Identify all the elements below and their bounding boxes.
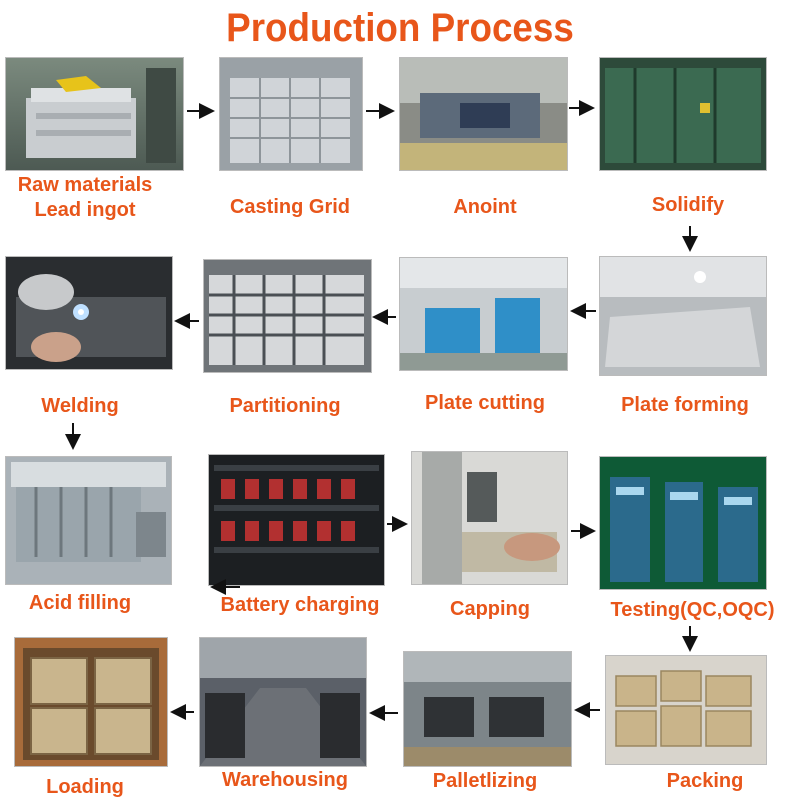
photo-acid-filling [5, 456, 172, 585]
photo-palletlizing [403, 651, 572, 767]
step-label-loading: Loading [46, 776, 124, 798]
photo-casting-grid [219, 57, 363, 171]
photo-raw-materials [5, 57, 184, 171]
step-label-anoint: Anoint [453, 196, 517, 218]
photo-partitioning [203, 259, 372, 373]
photo-testing [599, 456, 767, 590]
photo-battery-charging [208, 454, 385, 586]
photo-loading [14, 637, 168, 767]
step-label-acid-filling: Acid filling [28, 592, 132, 614]
photo-solidify [599, 57, 767, 171]
photo-capping [411, 451, 568, 585]
photo-welding [5, 256, 173, 370]
step-label-packing: Packing [666, 770, 744, 792]
step-label-casting-grid: Casting Grid [229, 196, 350, 218]
step-label-capping: Capping [450, 598, 530, 620]
photo-anoint [399, 57, 568, 171]
step-label-welding: Welding [41, 395, 119, 417]
step-label-battery-charging: Battery charging [220, 594, 380, 616]
photo-plate-forming [599, 256, 767, 376]
step-label-testing: Testing(QC,OQC) [610, 599, 775, 621]
step-label-palletlizing: Palletlizing [432, 770, 538, 792]
photo-warehousing [199, 637, 367, 767]
photo-packing [605, 655, 767, 765]
step-label-plate-cutting: Plate cutting [424, 392, 545, 414]
step-label-plate-forming: Plate forming [621, 394, 749, 416]
photo-plate-cutting [399, 257, 568, 371]
page-title: Production Process [226, 6, 574, 50]
step-label-warehousing: Warehousing [222, 769, 348, 791]
step-label-partitioning: Partitioning [229, 395, 341, 417]
step-label-solidify: Solidify [651, 194, 725, 216]
